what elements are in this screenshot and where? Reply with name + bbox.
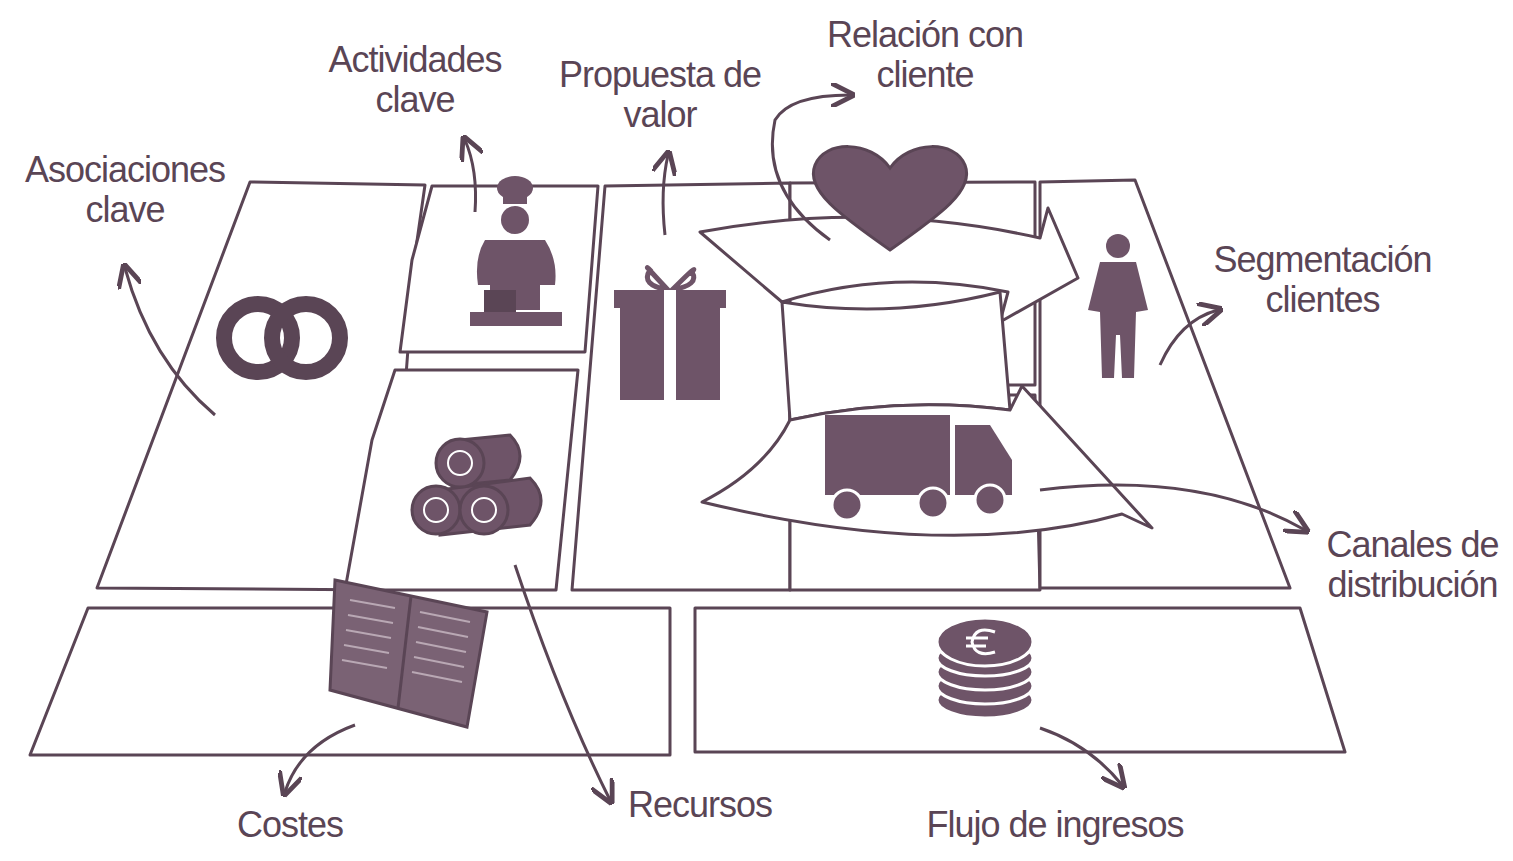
- block-shape: [790, 182, 1035, 385]
- block-heading: Recursos: [600, 785, 800, 825]
- block-heading: Propuesta de valor: [555, 55, 765, 135]
- block-outline: [790, 395, 1040, 590]
- block-heading: Costes: [200, 805, 380, 845]
- canvas-block: Actividades clave: [400, 186, 598, 352]
- leader-arrows: [125, 95, 1305, 800]
- coins-icon: [937, 618, 1033, 718]
- block-shape: [790, 395, 1040, 590]
- person-icon: [1088, 234, 1148, 378]
- block-outline: [572, 183, 790, 590]
- block-heading: Flujo de ingresos: [900, 805, 1210, 845]
- gift-icon: [614, 268, 726, 401]
- book-icon: [330, 580, 487, 727]
- block-heading: Relación con cliente: [805, 15, 1045, 95]
- block-heading: Actividades clave: [305, 40, 525, 120]
- flow-arrows: [700, 208, 1152, 535]
- canvas-block: Segmentación clientes: [1040, 180, 1290, 588]
- canvas-block: Flujo de ingresos: [695, 608, 1345, 752]
- block-outline: [30, 608, 670, 755]
- rings-icon: [224, 304, 340, 372]
- logs-icon: [412, 435, 541, 535]
- block-heading: Segmentación clientes: [1195, 240, 1450, 320]
- canvas-block: Costes: [30, 608, 670, 755]
- canvas-block: Propuesta de valor: [572, 183, 790, 590]
- block-heading: Canales de distribución: [1310, 525, 1513, 605]
- canvas-block: Relación con cliente: [790, 182, 1035, 385]
- block-shape: [400, 186, 598, 352]
- truck-icon: [825, 415, 1012, 520]
- block-shape: [345, 370, 578, 590]
- block-outline: [400, 186, 598, 352]
- block-heading: Asociaciones clave: [10, 150, 240, 230]
- chef-icon: [470, 176, 562, 326]
- block-shape: [572, 183, 790, 590]
- canvas-block: Recursos: [345, 370, 578, 590]
- block-outline: [345, 370, 578, 590]
- block-outline: [790, 182, 1035, 385]
- heart-icon: [813, 147, 966, 250]
- canvas-block: Canales de distribución: [790, 395, 1040, 590]
- block-shape: [30, 608, 670, 755]
- block-outline: [695, 608, 1345, 752]
- block-shape: [695, 608, 1345, 752]
